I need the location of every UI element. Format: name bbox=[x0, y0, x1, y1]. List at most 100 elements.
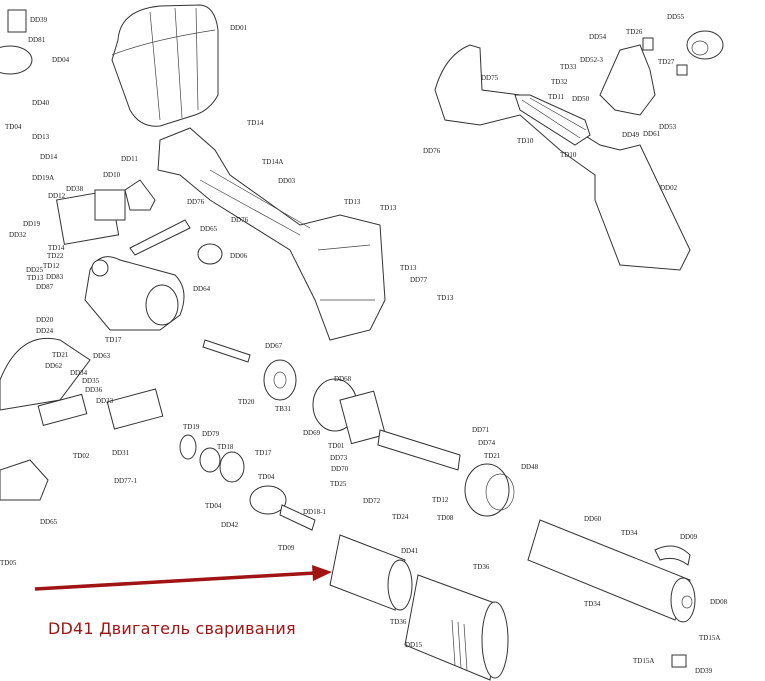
part-label: TD02 bbox=[73, 452, 90, 460]
part-label: DD11 bbox=[121, 155, 138, 163]
part-label: DD76 bbox=[231, 216, 249, 224]
part-label: DD77-1 bbox=[114, 477, 137, 485]
part-label: TD36 bbox=[390, 618, 407, 626]
part-label: TD15A bbox=[633, 657, 654, 665]
left-assembly-part bbox=[0, 9, 164, 501]
part-label: DD25 bbox=[26, 266, 44, 274]
part-label: DD48 bbox=[521, 463, 539, 471]
part-label: DD72 bbox=[363, 497, 381, 505]
part-label: DD61 bbox=[643, 130, 661, 138]
part-label: DD73 bbox=[330, 454, 348, 462]
part-label: TD01 bbox=[328, 442, 345, 450]
part-label: TD10 bbox=[517, 137, 534, 145]
part-label: TD04 bbox=[205, 502, 222, 510]
part-label: TD20 bbox=[238, 398, 255, 406]
part-label: TD04 bbox=[258, 473, 275, 481]
gear-housing-part bbox=[56, 179, 185, 331]
part-label: TD13 bbox=[344, 198, 361, 206]
part-label: DD06 bbox=[230, 252, 248, 260]
o-ring-part bbox=[197, 243, 223, 265]
part-label: DD49 bbox=[622, 131, 640, 139]
part-label: TD17 bbox=[105, 336, 122, 344]
part-label: TD26 bbox=[626, 28, 643, 36]
part-label: DD19A bbox=[32, 174, 54, 182]
part-label: TD11 bbox=[548, 93, 565, 101]
part-label: DD18-1 bbox=[303, 508, 326, 516]
part-label: DD76 bbox=[423, 147, 441, 155]
part-label: TB31 bbox=[275, 405, 291, 413]
part-label: TD04 bbox=[5, 123, 22, 131]
part-label: DD68 bbox=[334, 375, 352, 383]
part-label: DD54 bbox=[589, 33, 607, 41]
part-label: DD24 bbox=[36, 327, 54, 335]
part-label: TD33 bbox=[560, 63, 577, 71]
part-label: DD08 bbox=[710, 598, 728, 606]
part-label: DD70 bbox=[331, 465, 349, 473]
part-label: DD83 bbox=[46, 273, 64, 281]
part-label: DD76 bbox=[187, 198, 205, 206]
part-label: TD22 bbox=[47, 252, 64, 260]
part-label: TD24 bbox=[392, 513, 409, 521]
part-label: DD75 bbox=[481, 74, 499, 82]
part-label: DD55 bbox=[667, 13, 685, 21]
part-label: DD31 bbox=[112, 449, 130, 457]
part-label: DD77 bbox=[410, 276, 428, 284]
part-label: TD34 bbox=[621, 529, 638, 537]
part-label: DD63 bbox=[93, 352, 111, 360]
motor-housing-dd15-part bbox=[404, 574, 509, 681]
clamp-assembly-part bbox=[434, 30, 724, 271]
part-label: DD39 bbox=[695, 667, 713, 675]
handle-tube-dd60-part bbox=[527, 519, 696, 668]
part-label: TD13 bbox=[27, 274, 44, 282]
part-label: DD52-3 bbox=[580, 56, 603, 64]
support-arm-part bbox=[157, 127, 386, 341]
part-label: DD36 bbox=[85, 386, 103, 394]
part-label: TD13 bbox=[400, 264, 417, 272]
part-label: TD14 bbox=[247, 119, 264, 127]
part-label: DD62 bbox=[45, 362, 63, 370]
part-label: DD12 bbox=[48, 192, 66, 200]
part-label: TD21 bbox=[484, 452, 501, 460]
part-label: DD04 bbox=[52, 56, 70, 64]
shaft-part bbox=[129, 219, 191, 256]
part-label: DD32 bbox=[9, 231, 27, 239]
part-label: DD79 bbox=[202, 430, 220, 438]
part-label: DD01 bbox=[230, 24, 248, 32]
part-label: DD15 bbox=[405, 641, 423, 649]
part-label: TD14 bbox=[48, 244, 65, 252]
drive-train-part bbox=[179, 339, 515, 531]
part-label: TD13 bbox=[437, 294, 454, 302]
part-label: TD32 bbox=[551, 78, 568, 86]
part-label: DD33 bbox=[96, 397, 114, 405]
pointer-arrow bbox=[34, 565, 332, 591]
part-label: DD71 bbox=[472, 426, 490, 434]
part-label: DD65 bbox=[200, 225, 218, 233]
part-label: DD14 bbox=[40, 153, 58, 161]
part-label: TD12 bbox=[43, 262, 60, 270]
part-label: DD13 bbox=[32, 133, 50, 141]
part-label: DD42 bbox=[221, 521, 239, 529]
part-label: DD60 bbox=[584, 515, 602, 523]
part-label: TD13 bbox=[380, 204, 397, 212]
part-label: TD08 bbox=[437, 514, 454, 522]
part-label: TD21 bbox=[52, 351, 69, 359]
part-label: DD53 bbox=[659, 123, 677, 131]
part-label: DD39 bbox=[30, 16, 48, 24]
part-label: DD69 bbox=[303, 429, 321, 437]
part-label: TD10 bbox=[560, 151, 577, 159]
part-label: DD20 bbox=[36, 316, 54, 324]
part-label: TD17 bbox=[255, 449, 272, 457]
part-label: DD81 bbox=[28, 36, 46, 44]
part-label: TD09 bbox=[278, 544, 295, 552]
motor-caption: DD41 Двигатель сваривания bbox=[48, 619, 296, 638]
part-labels: DD39 DD81 DD04 DD40 TD04 DD13 DD14 DD19A… bbox=[0, 13, 728, 675]
part-label: TD18 bbox=[217, 443, 234, 451]
part-label: TD25 bbox=[330, 480, 347, 488]
part-label: DD19 bbox=[23, 220, 41, 228]
part-label: DD67 bbox=[265, 342, 283, 350]
part-label: DD34 bbox=[70, 369, 88, 377]
part-label: DD64 bbox=[193, 285, 211, 293]
part-label: TD27 bbox=[658, 58, 675, 66]
part-label: DD65 bbox=[40, 518, 58, 526]
